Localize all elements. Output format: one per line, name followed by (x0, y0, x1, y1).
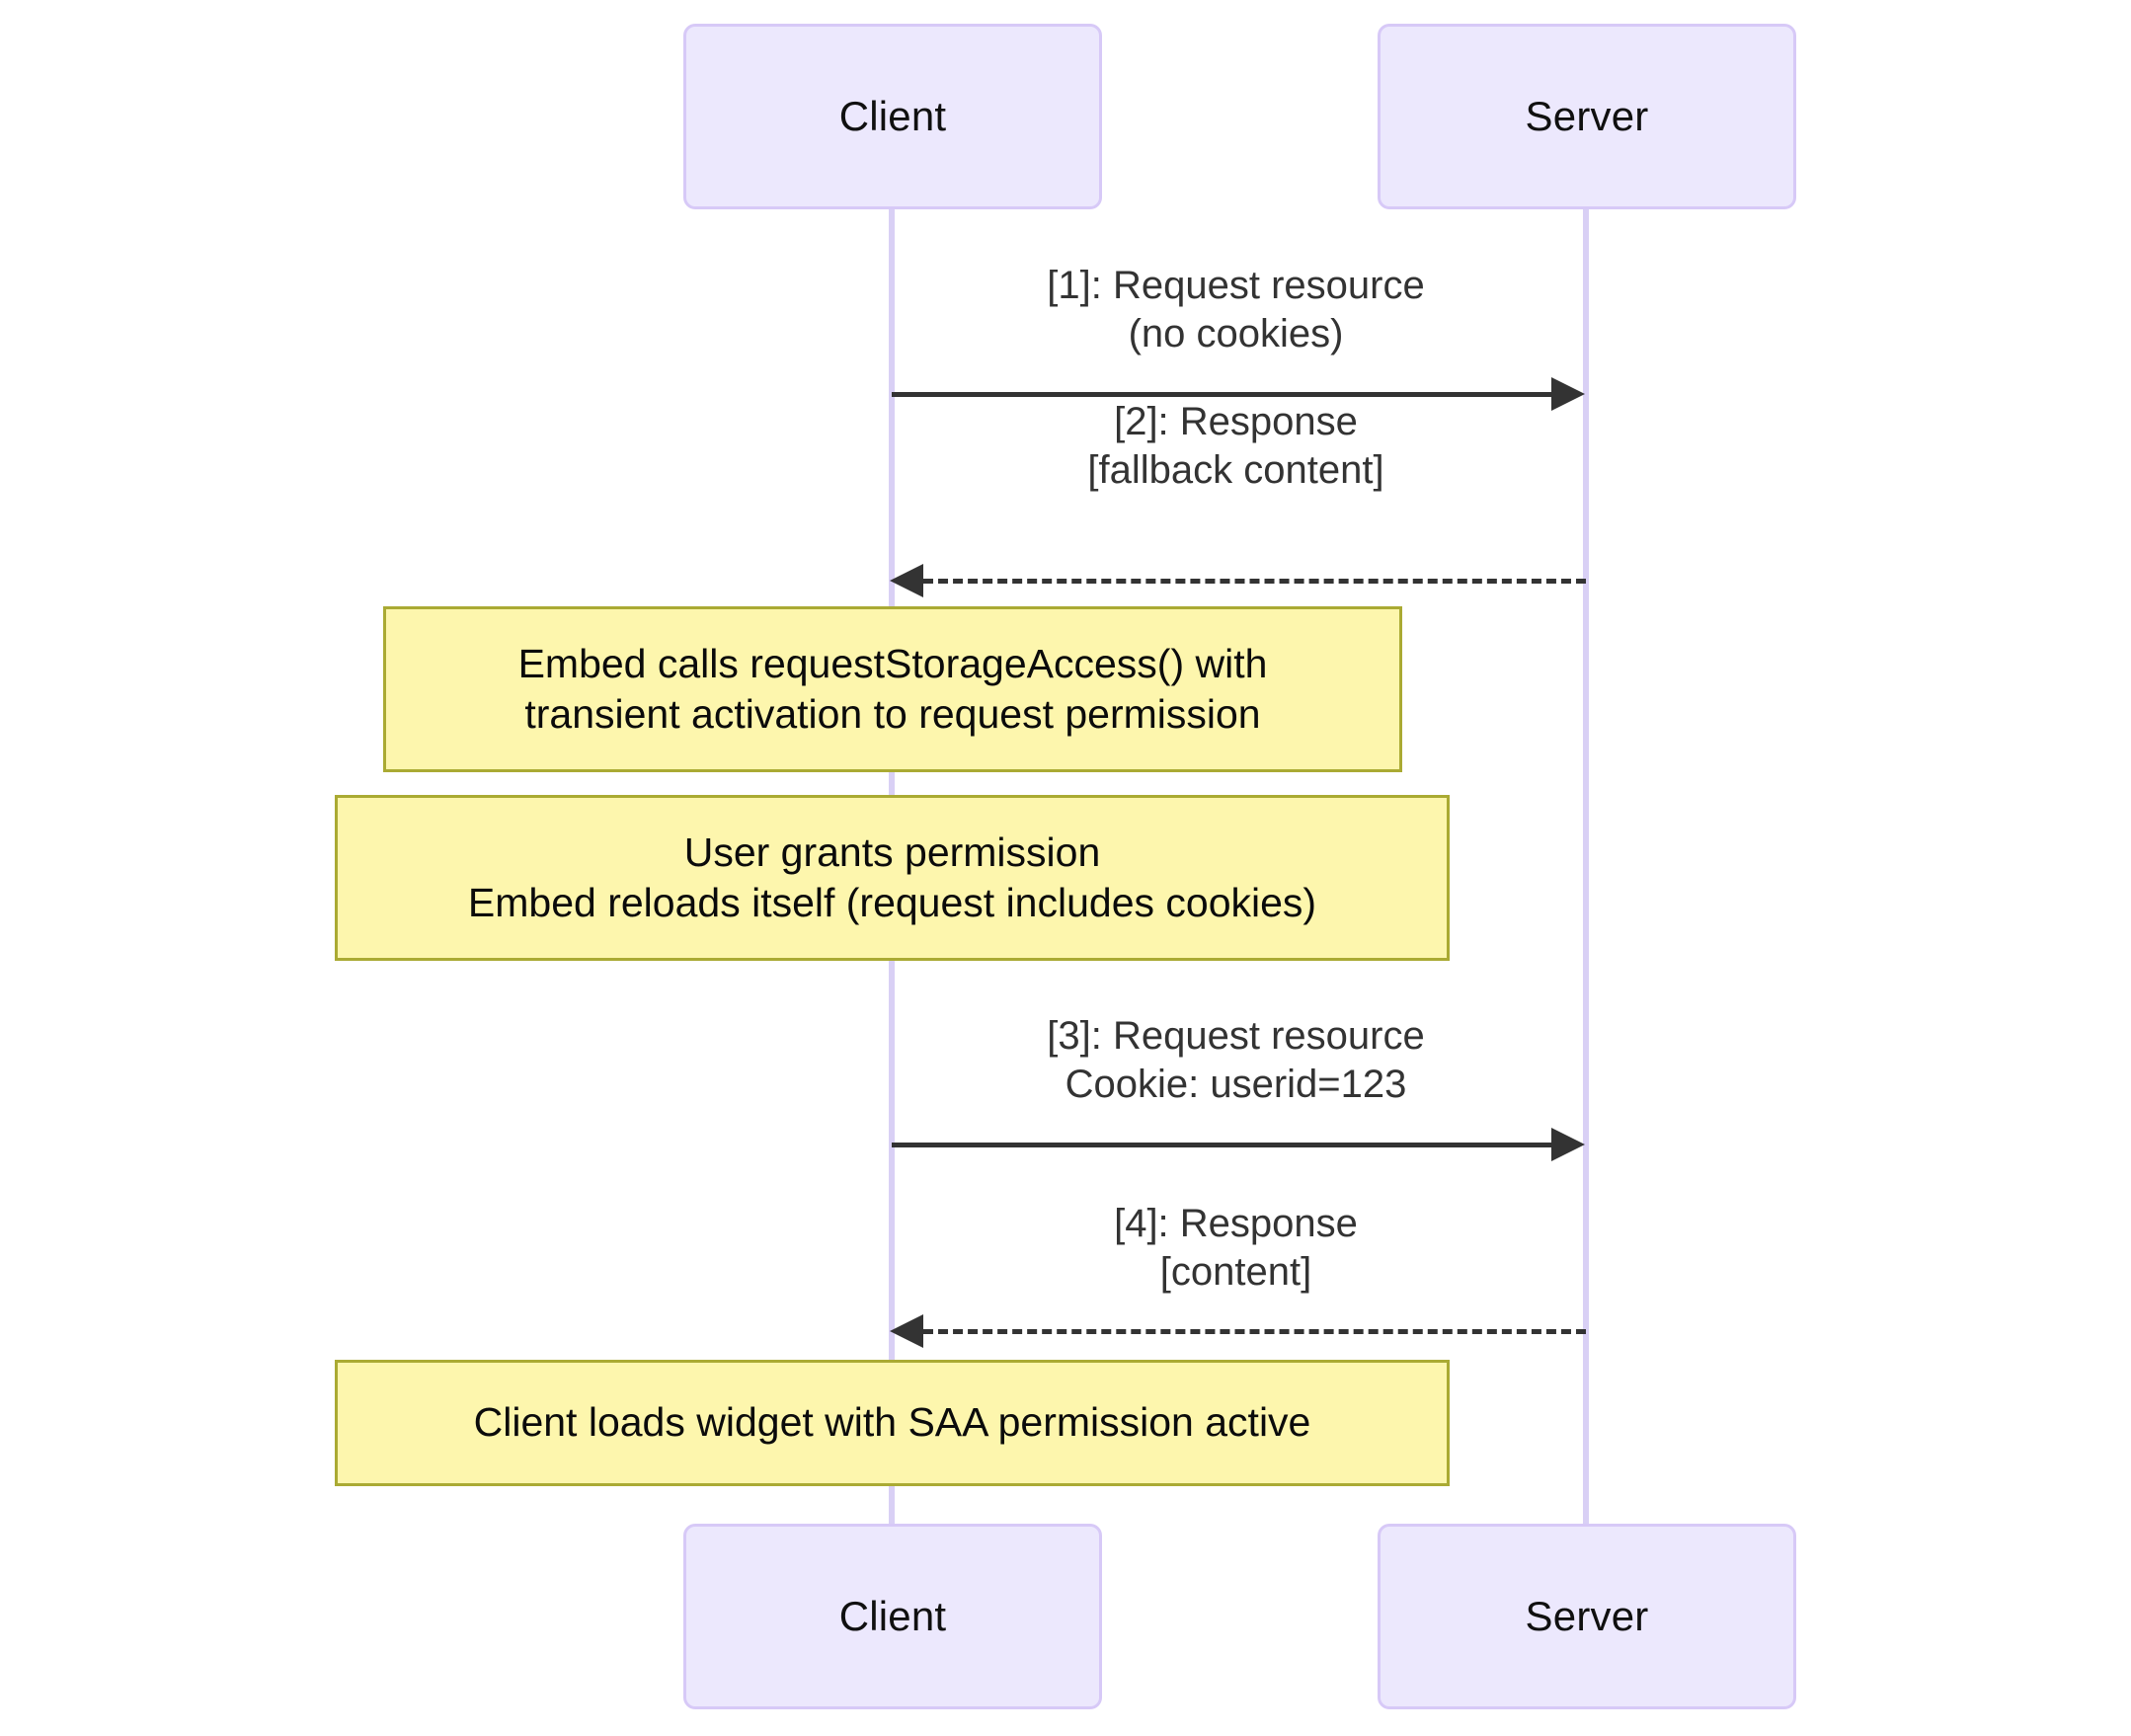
note-text-request-storage-access: Embed calls requestStorageAccess() with … (517, 640, 1268, 737)
message-arrowhead-2 (890, 564, 923, 597)
actor-box-server-top[interactable]: Server (1378, 24, 1796, 209)
actor-box-server-bottom[interactable]: Server (1378, 1524, 1796, 1709)
message-line-1 (892, 392, 1555, 397)
note-text-client-loads-widget: Client loads widget with SAA permission … (473, 1399, 1311, 1446)
lifeline-server (1583, 207, 1589, 1526)
message-label-4: [4]: Response [content] (1114, 1202, 1358, 1294)
note-user-grants-permission: User grants permission Embed reloads its… (335, 795, 1450, 961)
note-request-storage-access: Embed calls requestStorageAccess() with … (383, 606, 1402, 772)
message-arrowhead-4 (890, 1314, 923, 1348)
actor-label-client-bottom: Client (838, 1592, 947, 1639)
message-label-2: [2]: Response [fallback content] (1087, 400, 1384, 492)
note-text-user-grants-permission: User grants permission Embed reloads its… (467, 829, 1317, 925)
actor-label-client-top: Client (838, 92, 947, 139)
actor-label-server-bottom: Server (1525, 1592, 1649, 1639)
actor-label-server-top: Server (1525, 92, 1649, 139)
message-line-2 (923, 579, 1586, 584)
message-line-3 (892, 1143, 1555, 1147)
note-client-loads-widget: Client loads widget with SAA permission … (335, 1360, 1450, 1486)
message-label-1: [1]: Request resource (no cookies) (1047, 264, 1425, 355)
message-arrowhead-3 (1551, 1128, 1585, 1161)
message-line-4 (923, 1329, 1586, 1334)
message-label-3: [3]: Request resource Cookie: userid=123 (1047, 1014, 1425, 1106)
actor-box-client-top[interactable]: Client (683, 24, 1102, 209)
message-arrowhead-1 (1551, 377, 1585, 411)
actor-box-client-bottom[interactable]: Client (683, 1524, 1102, 1709)
